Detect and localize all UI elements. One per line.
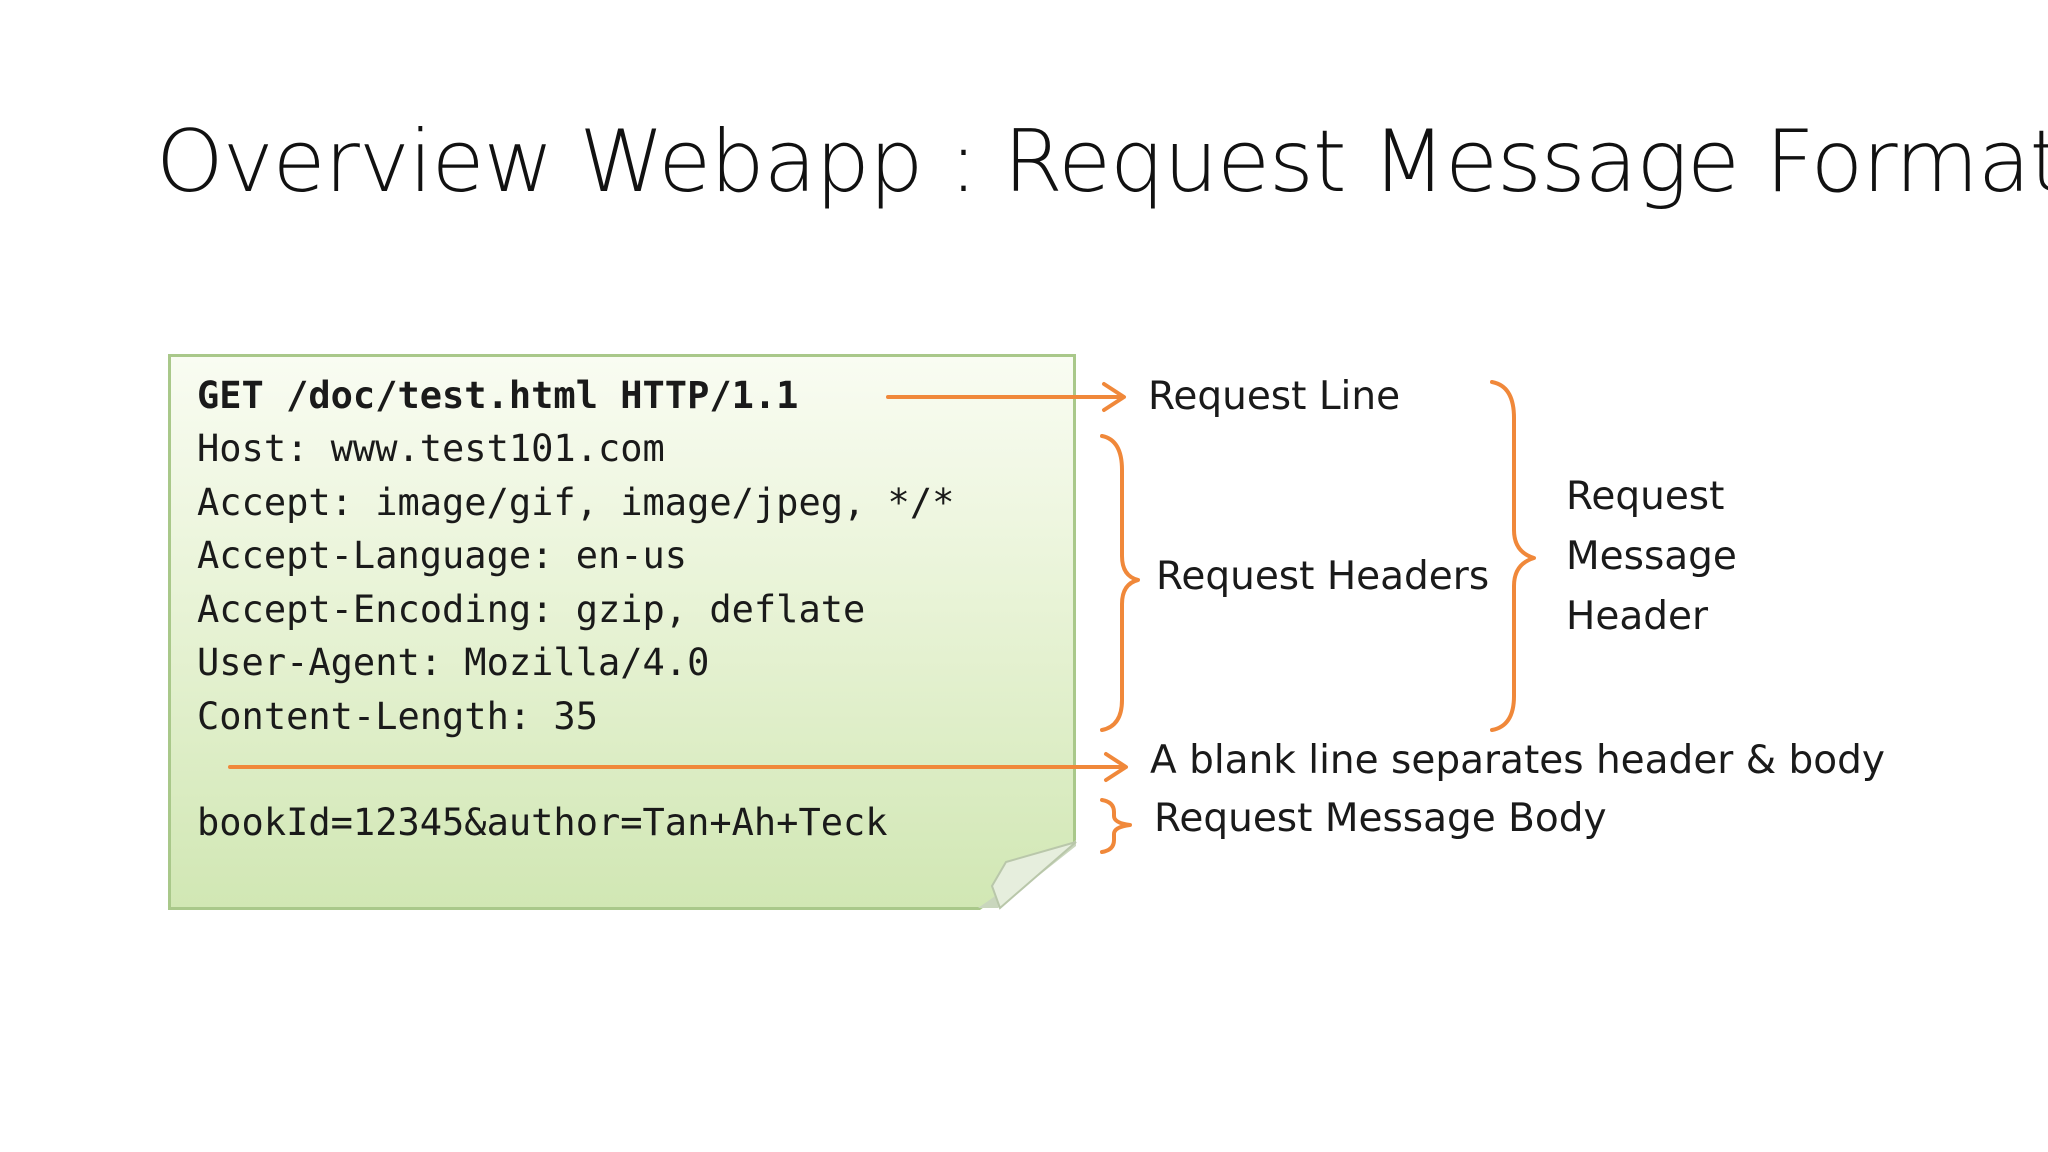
- request-line-text: GET /doc/test.html HTTP/1.1: [197, 374, 799, 417]
- request-headers-brace: [1100, 434, 1140, 732]
- header-accept: Accept: image/gif, image/jpeg, */*: [197, 481, 955, 524]
- label-message-header-2: Message: [1566, 534, 1737, 579]
- label-blank-line: A blank line separates header & body: [1150, 738, 1886, 783]
- label-request-line: Request Line: [1148, 374, 1401, 419]
- header-host: Host: www.test101.com: [197, 427, 665, 470]
- request-line-arrowhead: [1102, 382, 1126, 412]
- slide-title: Overview Webapp : Request Message Format: [156, 112, 2048, 212]
- header-accept-language: Accept-Language: en-us: [197, 534, 688, 577]
- label-message-header-1: Request: [1566, 474, 1725, 519]
- page-curl-icon: [978, 840, 1077, 910]
- request-message-card: [168, 354, 1076, 910]
- label-message-header-3: Header: [1566, 594, 1709, 639]
- header-accept-encoding: Accept-Encoding: gzip, deflate: [197, 588, 866, 631]
- label-request-headers: Request Headers: [1156, 554, 1490, 599]
- request-body-text: bookId=12345&author=Tan+Ah+Teck: [197, 801, 888, 844]
- header-content-length: Content-Length: 35: [197, 695, 598, 738]
- label-message-body: Request Message Body: [1154, 796, 1607, 841]
- message-body-brace: [1100, 798, 1132, 854]
- blank-line-arrowhead: [1104, 752, 1128, 782]
- message-header-brace: [1490, 380, 1536, 732]
- header-user-agent: User-Agent: Mozilla/4.0: [197, 641, 710, 684]
